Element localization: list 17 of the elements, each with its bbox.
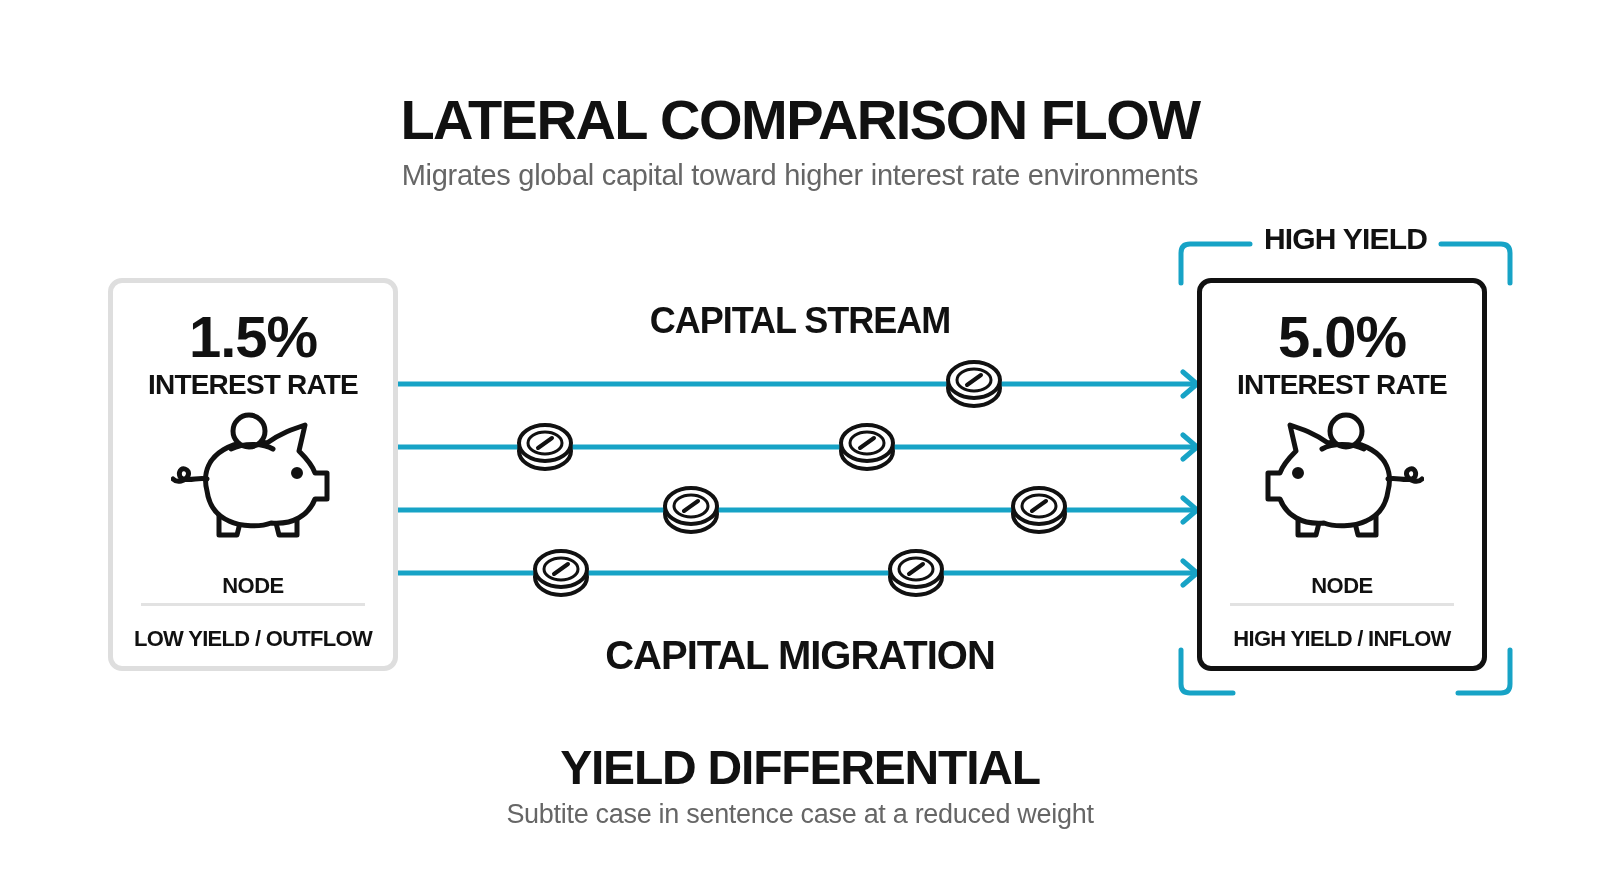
- section-heading: YIELD DIFFERENTIAL: [560, 741, 1040, 795]
- rate-value: 5.0%: [1277, 305, 1407, 369]
- diagram-title: LATERAL COMPARISON FLOW: [400, 88, 1200, 152]
- yield-label: LOW YIELD / OUTFLOW: [133, 625, 372, 653]
- rate-label: INTEREST RATE: [1237, 368, 1447, 402]
- node-label: NODE: [222, 573, 284, 599]
- rate-value: 1.5%: [188, 305, 318, 369]
- rate-label: INTEREST RATE: [148, 368, 358, 402]
- migration-label: CAPITAL MIGRATION: [605, 632, 995, 678]
- diagram-subtitle: Migrates global capital toward higher interest rate environments: [401, 158, 1199, 193]
- info-card: [1197, 278, 1487, 671]
- stream-label: CAPITAL STREAM: [649, 300, 951, 342]
- yield-label: HIGH YIELD / INFLOW: [1233, 625, 1451, 653]
- frame-label: HIGH YIELD: [1263, 221, 1428, 257]
- node-label: NODE: [1311, 573, 1373, 599]
- section-subtitle: Subtite case in sentence case at a reduced weight: [506, 798, 1094, 831]
- info-card: [108, 278, 398, 671]
